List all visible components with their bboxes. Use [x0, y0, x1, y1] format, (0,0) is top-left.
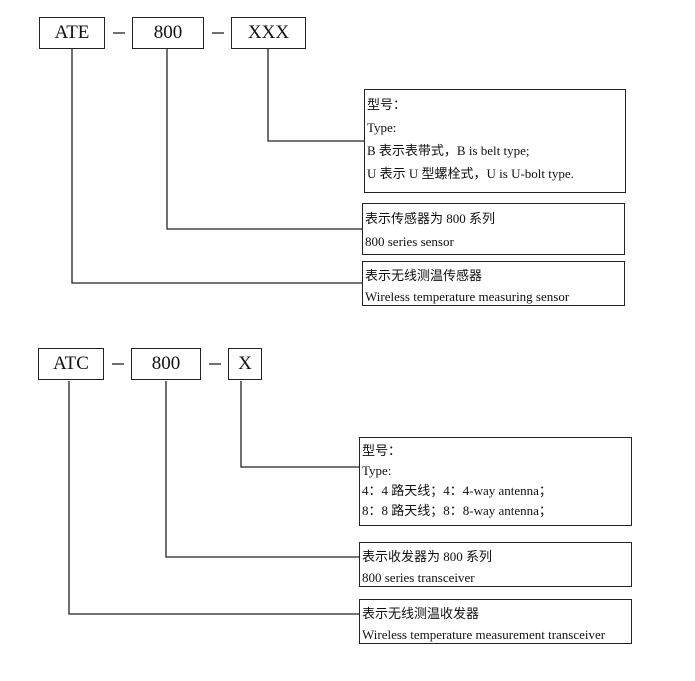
code-label: ATE — [54, 22, 90, 43]
code-box-xxx: XXX — [231, 17, 306, 49]
desc-line: Wireless temperature measurement transce… — [362, 627, 606, 642]
code-box-800-top: 800 — [132, 17, 204, 49]
connector-800-bottom — [165, 381, 359, 558]
desc-line: 800 series sensor — [365, 234, 454, 249]
desc-line: U 表示 U 型螺栓式，U is U-bolt type. — [367, 166, 574, 181]
code-label: XXX — [247, 22, 290, 43]
connector-x — [240, 381, 359, 468]
desc-line: 800 series transceiver — [362, 570, 475, 585]
description-series-bottom: 表示收发器为 800 系列 800 series transceiver — [359, 542, 632, 587]
code-label: X — [238, 353, 252, 374]
description-type-top: 型号： Type: B 表示表带式，B is belt type; U 表示 U… — [364, 89, 626, 193]
desc-line: Type: — [367, 120, 397, 135]
desc-line: 表示无线测温收发器 — [362, 606, 480, 621]
connector-atc — [68, 381, 359, 615]
desc-line: 表示无线测温传感器 — [365, 268, 483, 283]
connector-ate — [71, 49, 362, 284]
description-series-top: 表示传感器为 800 系列 800 series sensor — [362, 203, 625, 255]
desc-line: 表示传感器为 800 系列 — [365, 211, 496, 226]
desc-line: 型号： — [362, 443, 402, 458]
desc-line: 表示收发器为 800 系列 — [362, 549, 493, 564]
connector-800-top — [166, 49, 362, 230]
desc-line: 4：4 路天线；4：4-way antenna； — [362, 483, 552, 498]
description-product-bottom: 表示无线测温收发器 Wireless temperature measureme… — [359, 599, 632, 644]
description-product-top: 表示无线测温传感器 Wireless temperature measuring… — [362, 261, 625, 306]
code-box-atc: ATC — [38, 348, 104, 380]
description-type-bottom: 型号： Type: 4：4 路天线；4：4-way antenna； 8：8 路… — [359, 437, 632, 526]
connector-xxx — [267, 49, 364, 142]
code-label: ATC — [53, 353, 89, 374]
desc-line: 8：8 路天线；8：8-way antenna； — [362, 503, 552, 518]
desc-line: B 表示表带式，B is belt type; — [367, 143, 530, 158]
desc-line: Type: — [362, 463, 392, 478]
code-label: 800 — [151, 353, 181, 374]
code-box-800-bottom: 800 — [131, 348, 201, 380]
desc-line: 型号： — [367, 97, 407, 112]
code-label: 800 — [153, 22, 183, 43]
desc-line: Wireless temperature measuring sensor — [365, 289, 570, 304]
code-box-x: X — [228, 348, 262, 380]
code-box-ate: ATE — [39, 17, 105, 49]
